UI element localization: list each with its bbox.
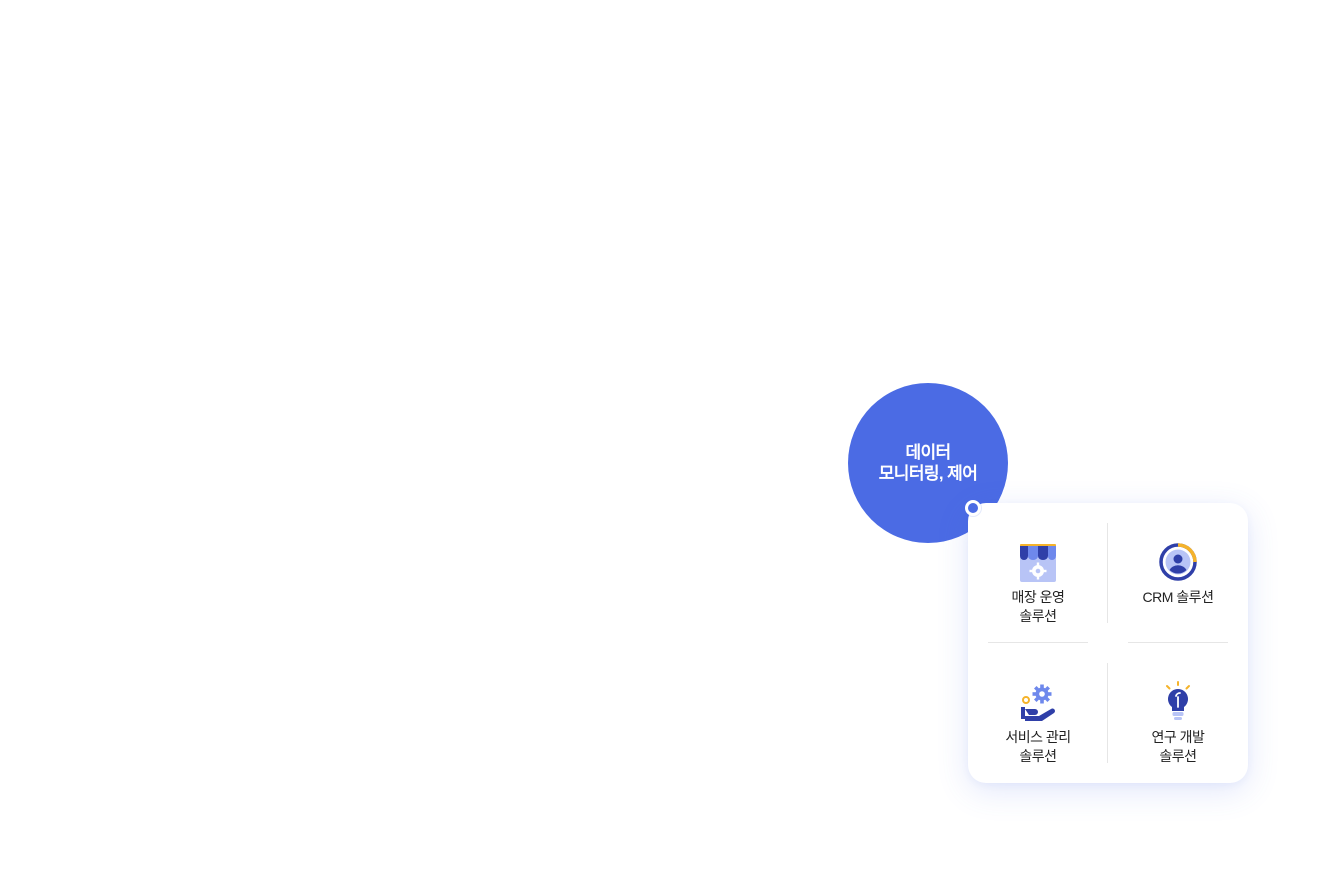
solution-research-development[interactable]: 연구 개발 솔루션 — [1108, 643, 1248, 783]
solution-service-management[interactable]: 서비스 관리 솔루션 — [968, 643, 1108, 783]
solution-label-line2: 솔루션 — [1019, 608, 1057, 624]
circle-title-line2: 모니터링, 제어 — [878, 464, 978, 483]
solution-store-operation[interactable]: 매장 운영 솔루션 — [968, 503, 1108, 643]
store-gear-icon — [1016, 540, 1060, 584]
solutions-card: 매장 운영 솔루션 CRM 솔루션 — [968, 503, 1248, 783]
solution-label: 서비스 관리 솔루션 — [1005, 728, 1071, 766]
divider — [1107, 523, 1108, 623]
solution-crm[interactable]: CRM 솔루션 — [1108, 503, 1248, 643]
circle-title-line1: 데이터 — [905, 443, 951, 462]
divider — [1107, 663, 1108, 763]
data-monitoring-circle[interactable]: 데이터 모니터링, 제어 — [848, 383, 1008, 543]
lightbulb-icon — [1156, 680, 1200, 724]
solution-label-line1: CRM 솔루션 — [1142, 589, 1214, 605]
solution-label-line2: 솔루션 — [1159, 748, 1197, 764]
solution-label-line1: 연구 개발 — [1151, 729, 1205, 745]
solution-label: 매장 운영 솔루션 — [1012, 588, 1065, 626]
divider — [988, 642, 1088, 643]
solution-label: CRM 솔루션 — [1143, 588, 1214, 607]
solution-label: 연구 개발 솔루션 — [1152, 728, 1205, 766]
connector-dot — [965, 500, 981, 516]
crm-user-icon — [1156, 540, 1200, 584]
solution-label-line1: 서비스 관리 — [1005, 729, 1071, 745]
solution-label-line2: 솔루션 — [1019, 748, 1057, 764]
divider — [1128, 642, 1228, 643]
service-gear-hand-icon — [1016, 680, 1060, 724]
solution-label-line1: 매장 운영 — [1011, 589, 1065, 605]
